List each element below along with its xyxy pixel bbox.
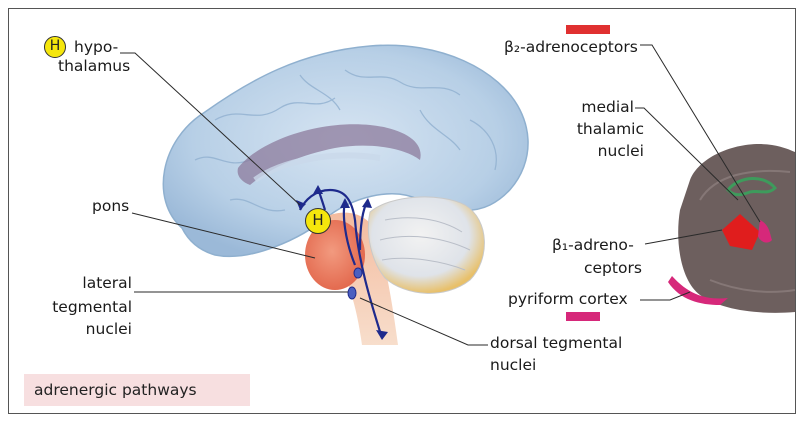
- label-lateral-2: tegmental: [40, 298, 132, 317]
- label-beta1-2: ceptors: [584, 259, 642, 278]
- label-dorsal-2: nuclei: [490, 356, 536, 375]
- label-beta1-1: β₁-adreno-: [552, 236, 634, 255]
- caption: adrenergic pathways: [24, 374, 250, 406]
- label-medial-1: medial: [560, 98, 634, 117]
- label-pyriform: pyriform cortex: [508, 290, 628, 309]
- label-pons: pons: [92, 197, 129, 216]
- label-lateral-1: lateral: [60, 274, 132, 293]
- dorsal-tegmental-dot: [354, 268, 362, 278]
- hypothalamus-marker: H: [305, 208, 331, 234]
- pyriform-color-key: [566, 312, 600, 321]
- hypothalamus-badge: H: [44, 36, 66, 58]
- label-medial-2: thalamic: [560, 120, 644, 139]
- lateral-tegmental-dot: [348, 287, 356, 299]
- label-lateral-3: nuclei: [60, 320, 132, 339]
- label-hypothalamus-1: hypo-: [74, 38, 118, 57]
- label-dorsal-1: dorsal tegmental: [490, 334, 622, 353]
- label-medial-3: nuclei: [560, 142, 644, 161]
- beta2-color-key: [566, 25, 610, 34]
- label-hypothalamus-2: thalamus: [58, 57, 130, 76]
- label-beta2: β₂-adrenoceptors: [504, 38, 638, 57]
- cerebellum: [368, 197, 484, 293]
